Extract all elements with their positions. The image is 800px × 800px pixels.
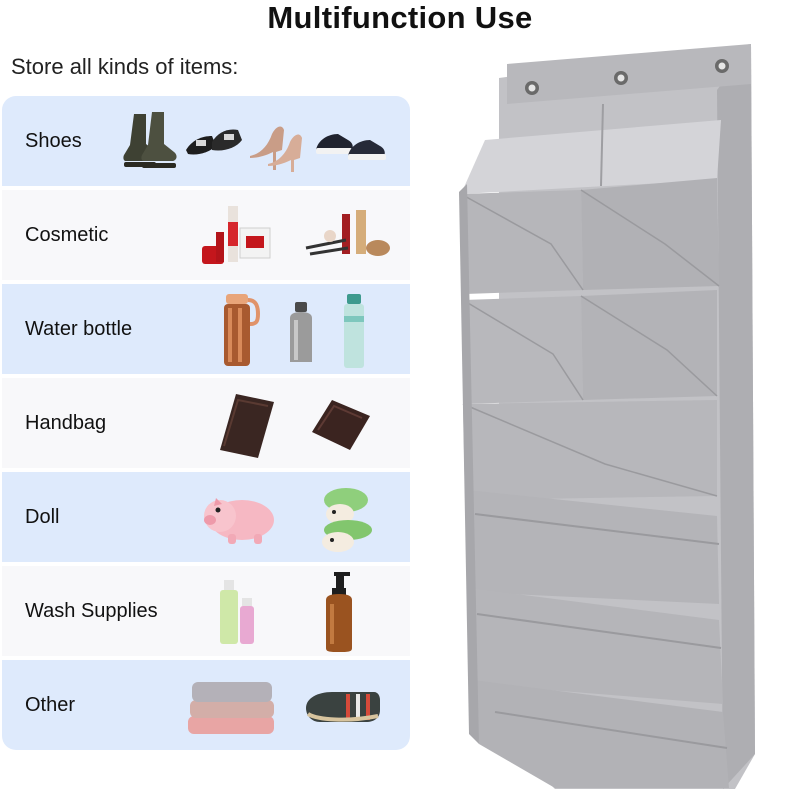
category-row-cosmetic: Cosmetic <box>2 190 410 280</box>
towels-icon <box>188 682 274 734</box>
purse-icon <box>312 400 370 450</box>
category-row-wash-supplies: Wash Supplies <box>2 566 410 656</box>
small-bottles-icon <box>220 580 254 644</box>
category-row-water-bottle: Water bottle <box>2 284 410 374</box>
sport-bottle-icon <box>344 294 364 368</box>
wallet-icon <box>220 394 274 458</box>
category-row-handbag: Handbag <box>2 378 410 468</box>
high-heels-icon <box>250 126 302 172</box>
pump-bottle-icon <box>326 572 352 652</box>
category-label: Water bottle <box>25 317 133 340</box>
category-label: Shoes <box>25 129 82 152</box>
socks-icon <box>306 692 380 722</box>
steel-bottle-icon <box>290 302 312 362</box>
page-subtitle: Store all kinds of items: <box>11 54 239 79</box>
item-categories-card: Shoes Cosmetic <box>2 96 410 750</box>
skincare-set-icon <box>202 206 271 264</box>
category-label: Doll <box>25 505 60 528</box>
boots-icon <box>123 112 177 168</box>
hanging-organizer-illustration <box>459 44 755 789</box>
category-label: Cosmetic <box>25 223 109 246</box>
pig-plush-icon <box>204 498 274 544</box>
category-row-doll: Doll <box>2 472 410 562</box>
sneakers-icon <box>316 134 386 160</box>
makeup-set-icon <box>305 210 390 256</box>
category-label: Wash Supplies <box>25 599 158 622</box>
turtle-plush-icon <box>322 488 372 552</box>
category-label: Other <box>25 693 76 716</box>
category-row-other: Other <box>2 660 410 750</box>
page-title: Multifunction Use <box>267 0 533 35</box>
category-label: Handbag <box>25 411 107 434</box>
flat-shoes-icon <box>186 129 242 155</box>
category-row-shoes: Shoes <box>2 96 410 186</box>
copper-bottle-icon <box>224 294 261 366</box>
